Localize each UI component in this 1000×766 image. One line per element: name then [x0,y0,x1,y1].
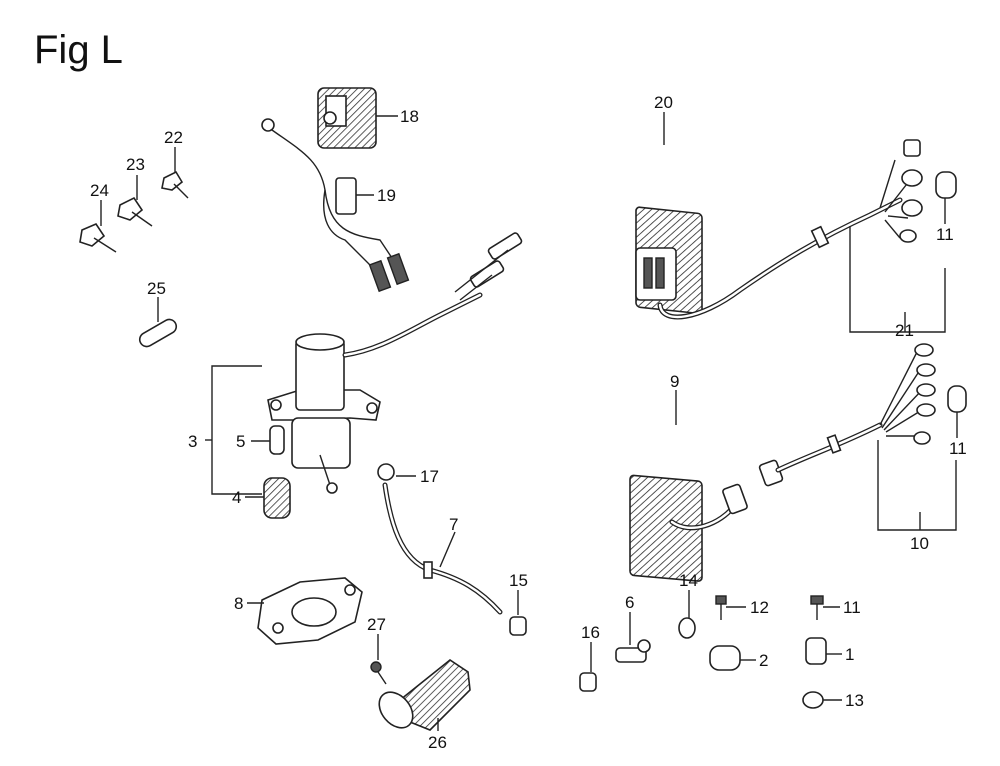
callout-4: 4 [232,488,241,507]
part-20-harness [261,118,410,293]
part-25-pin [138,318,178,348]
callout-23: 22 [164,128,183,147]
callout-20: 19 [377,186,396,205]
part-6-fitting [615,639,651,663]
callout-12: 11 [843,598,861,617]
callout-5: 5 [236,432,245,451]
part-4-spring [263,477,291,519]
callout-11-upper: 11 [936,225,954,244]
part-9-regulator [629,474,703,582]
callout-26: 26 [428,733,447,752]
part-3-solenoid [267,333,381,494]
part-14-nut [802,691,824,709]
part-21-regulator [635,206,703,315]
part-13-screw [715,595,727,620]
part-11-cap-lower [947,385,967,413]
part-11-cap-upper [935,171,957,199]
part-23-bolt [161,170,189,199]
part-16-clip [509,616,527,636]
callout-labels: 18 19 22 23 24 25 3 5 4 17 7 15 8 27 26 … [90,93,967,752]
callout-13: 12 [750,598,769,617]
callout-22: 21 [895,321,914,340]
callout-24-lower: 24 [90,181,109,200]
part-10-harness [669,343,936,531]
callout-1: 1 [845,645,854,664]
callout-15: 14 [679,571,698,590]
part-18-clamp [377,463,395,481]
solenoid-connectors [454,232,523,301]
part-7-hose [382,482,503,615]
part-1-nut [805,637,827,665]
leader-lines [100,112,958,731]
callout-16: 15 [509,571,528,590]
part-26-filter [378,659,471,731]
callout-17: 16 [581,623,600,642]
callout-6: 6 [625,593,634,612]
callout-2: 2 [759,651,768,670]
callout-11-lower: 11 [949,439,967,458]
callout-27: 27 [367,615,386,634]
callout-21: 20 [654,93,673,112]
part-12-screw [810,595,824,620]
part-27-screw [370,661,387,685]
callout-25: 25 [147,279,166,298]
part-24-bolt-b [79,223,117,253]
callout-10: 10 [910,534,929,553]
callout-24-upper: 23 [126,155,145,174]
part-15-washer [678,617,696,639]
callout-19: 18 [400,107,419,126]
callout-14: 13 [845,691,864,710]
part-5-plunger [269,425,285,455]
part-8-gasket [257,577,363,645]
part-17-clip [579,672,597,692]
part-2-cap [709,645,741,671]
callout-7: 7 [449,515,458,534]
callout-8: 8 [234,594,243,613]
part-19-regulator [317,87,377,149]
callout-9: 9 [670,372,679,391]
callout-3: 3 [188,432,197,451]
callout-18: 17 [420,467,439,486]
part-22-harness [657,139,923,320]
part-24-bolt-a [117,196,153,227]
figure-title: Fig L [34,28,123,72]
